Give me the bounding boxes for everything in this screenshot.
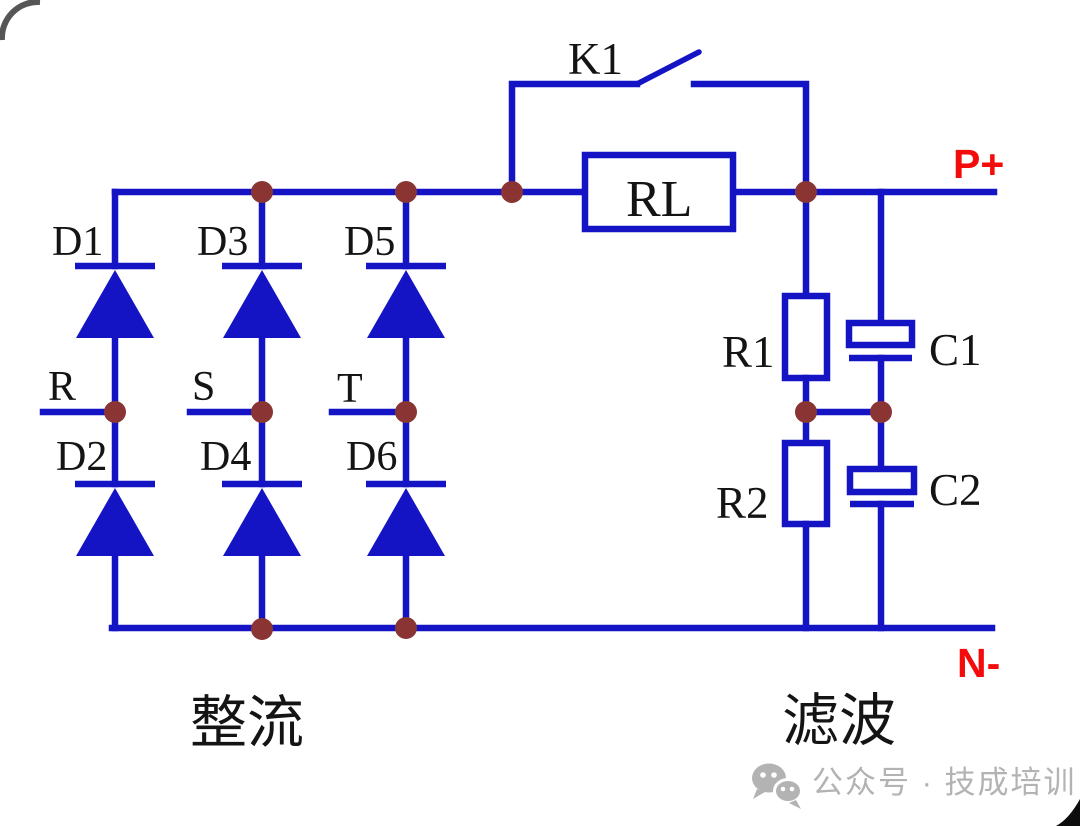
junction-dot [395,617,417,639]
junction-dot [104,401,126,423]
capacitor-c1-label: C1 [929,325,982,375]
diode-d1-label: D1 [52,219,103,265]
junction-dot [870,401,892,423]
watermark: 公众号 · 技成培训 [752,763,1077,809]
capacitor-c1-top-plate [845,319,916,349]
page-corner-arc [0,0,41,41]
terminal-positive-label: P+ [953,141,1004,187]
capacitor-c2-label: C2 [929,465,982,515]
rectifier-leg-s [186,188,302,632]
resistor-r2-label: R2 [716,478,769,528]
diode-d3-label: D3 [197,219,248,265]
wechat-bubble-large-tail [753,789,765,799]
diode-d5-triangle [367,270,445,338]
phase-t-label: T [337,366,363,412]
capacitor-c2-top-plate [846,465,918,496]
phase-s-label: S [192,364,215,410]
switch-k1-label: K1 [568,34,623,84]
load-rl-label: RL [626,171,692,228]
section-filter-label: 滤波 [782,690,896,753]
switch-k1 [508,49,810,196]
junction-dot [251,401,273,423]
rectifier-leg-t [328,188,446,632]
wechat-icon [752,763,803,809]
filter-section [781,188,918,632]
section-rectifier-label: 整流 [190,692,304,755]
junction-dot [251,618,273,640]
wechat-bubble-small-tail [789,800,801,809]
diode-d2-label: D2 [56,434,107,480]
phase-r-label: R [48,364,76,410]
component-labels: D1 D3 D5 D2 D4 D6 R S T K1 RL R1 R2 C1 C… [48,34,1004,755]
rl-body [581,151,737,233]
diode-d6-label: D6 [346,434,397,480]
watermark-text: 公众号 · 技成培训 [812,765,1077,800]
load-resistor-rl [581,151,737,233]
wechat-bubble-small [773,778,803,804]
junction-dot [251,181,273,203]
diode-d6-triangle [367,488,445,556]
resistor-r1-label: R1 [722,327,775,377]
diode-d5-label: D5 [344,219,395,265]
resistor-r1-body [781,292,831,382]
diode-d1-triangle [76,270,154,338]
diode-d2-triangle [76,488,154,556]
diode-d4-label: D4 [200,434,251,480]
junction-dot [795,401,817,423]
page-curl [1056,799,1080,826]
diode-d3-triangle [223,270,301,338]
wechat-eye [760,772,766,778]
switch-blade [634,49,702,87]
junction-dot [795,181,817,203]
wechat-eye [780,786,786,792]
terminal-negative-label: N- [957,640,1000,686]
diode-d4-triangle [223,488,301,556]
resistor-r2-body [781,439,831,528]
junction-dots [104,181,892,640]
switch-left-lead [508,80,641,196]
junction-dot [395,401,417,423]
rectifier-leg-r [39,188,155,632]
junction-dot [501,181,523,203]
switch-right-lead [690,80,810,196]
wechat-eye [789,786,795,792]
wechat-eye [771,772,777,778]
junction-dot [395,181,417,203]
